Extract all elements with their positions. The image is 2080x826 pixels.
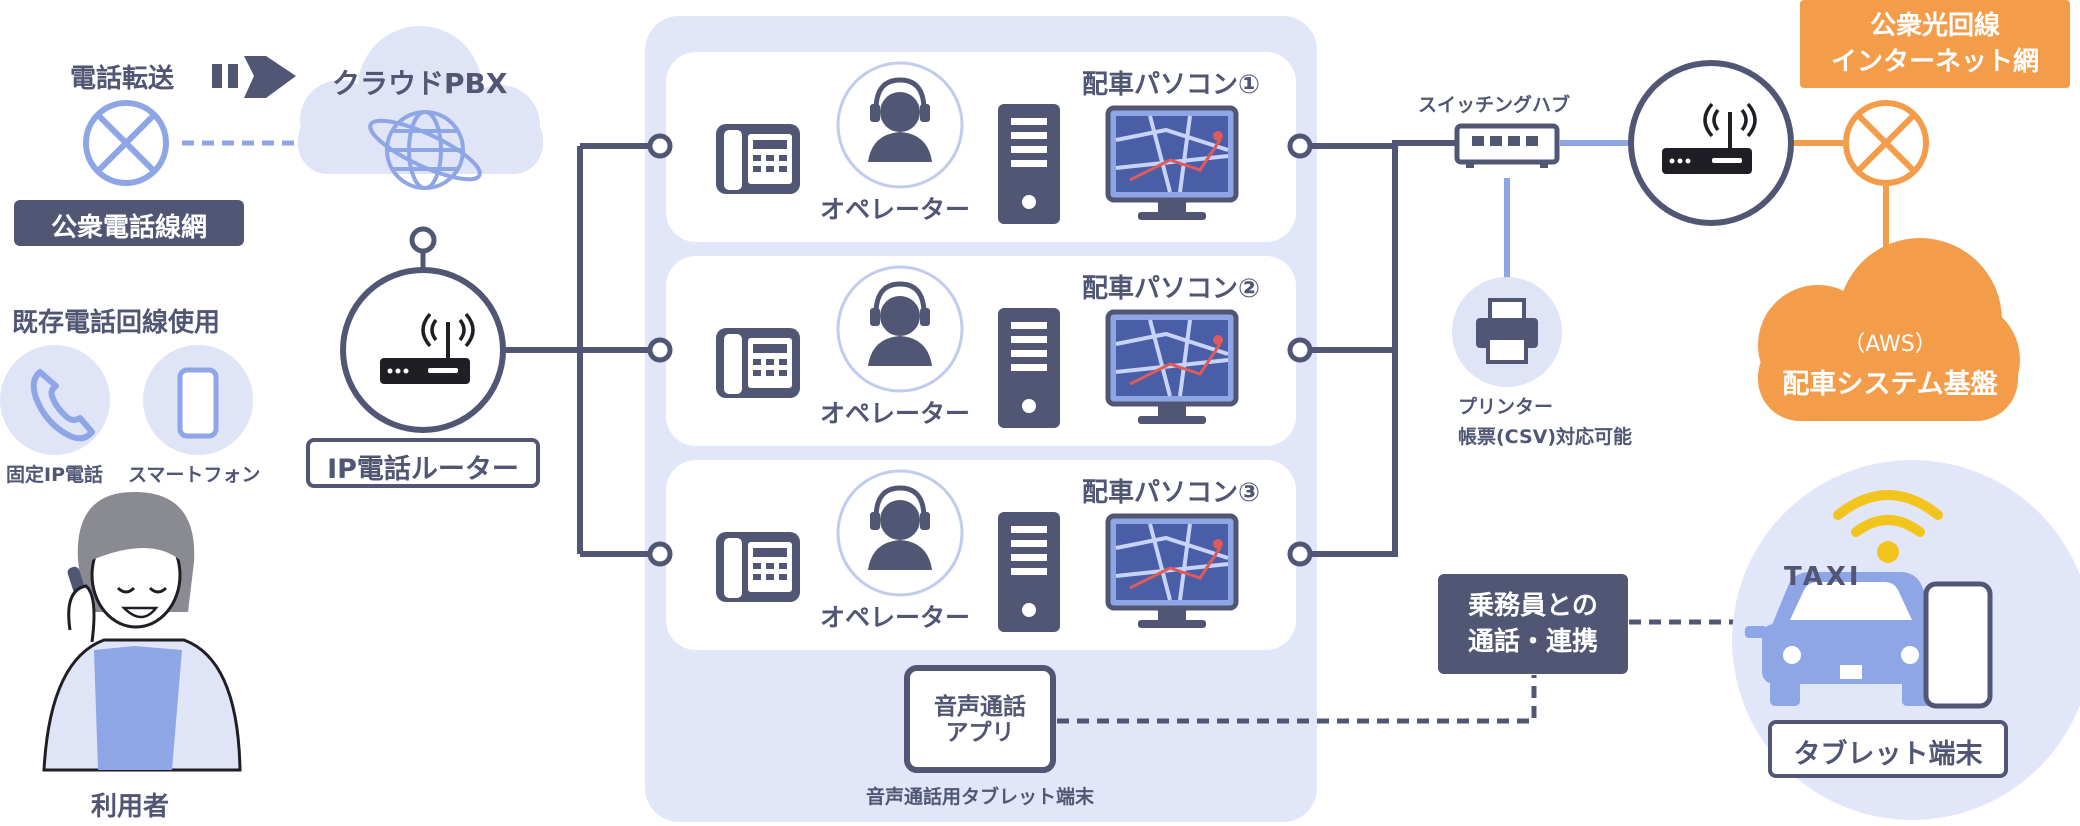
dispatch-pc-icon [1105,513,1239,628]
pstn-label: 公衆電話線網 [50,213,207,243]
dispatch-pc-icon [1105,105,1239,220]
voice-app-to-crew-dashed [1057,675,1537,724]
ip-router-label: IP電話ルーター [327,454,519,485]
voice-app-tablet [904,665,1056,773]
printer-label: プリンター [1458,396,1554,418]
pstn-node-icon [83,100,169,186]
tablet-caption: 音声通話用タブレット端末 [865,786,1094,808]
operator-icon [868,77,932,162]
switching-hub-icon [1454,123,1560,168]
user-illustration [42,491,242,772]
taxi-tablet-icon [1923,581,1993,709]
pc-label-3: 配車パソコン③ [1082,478,1261,508]
smartphone-icon [177,367,219,439]
router-antenna-dot [409,226,437,254]
printer-icon [1476,298,1538,364]
internet-router-node [1628,60,1794,226]
fixed-ip-phone-label: 固定IP電話 [6,464,103,486]
dispatch-system-label: 配車システム基盤 [1782,369,1998,400]
dispatch-pc-icon [1105,309,1239,424]
server-icon [998,308,1060,428]
ip-router-node [340,267,506,433]
voice-app-label: 音声通話 アプリ [934,694,1026,746]
smartphone-label: スマートフォン [128,464,261,486]
wifi-icon [1833,490,1943,537]
cloud-pbx-label: クラウドPBX [332,67,508,100]
cloud-icon [298,26,543,174]
taxi-label: TAXI [1784,562,1862,592]
existing-line-label: 既存電話回線使用 [12,308,221,338]
pstn-label-box [14,200,244,246]
ip-router-label-box [306,438,540,488]
tablet-label: タブレット端末 [1793,739,1983,770]
fiber-node-icon [1843,100,1929,186]
taxi-car-icon [1745,572,1957,706]
router-to-stations-lines [505,143,650,557]
server-icon [998,512,1060,632]
transfer-label: 電話転送 [70,64,175,94]
handset-icon [30,369,95,442]
switching-hub-label: スイッチングハブ [1418,94,1571,116]
server-icon [998,104,1060,224]
crew-label-box [1438,574,1628,674]
pc-label-1: 配車パソコン① [1082,70,1261,100]
station-3-icons [716,469,1239,632]
printer-sub-label: 帳票(CSV)対応可能 [1458,426,1633,448]
public-fiber-label: 公衆光回線 インターネット網 [1830,11,2039,77]
operator-label-3: オペレーター [820,603,971,632]
operator-label-1: オペレーター [820,195,971,224]
desk-phone-icon [716,328,800,398]
globe-icon [368,110,482,190]
desk-phone-icon [716,124,800,194]
aws-label: （AWS） [1843,332,1937,357]
right-port-dots [1287,133,1313,567]
station-2-icons [716,265,1239,428]
internet-router-icon [1662,102,1757,174]
aws-cloud-icon [1758,238,2020,421]
operator-icon [868,281,932,366]
crew-label: 乗務員との 通話・連携 [1467,591,1598,657]
station-1-icons [716,61,1239,224]
pc-label-2: 配車パソコン② [1082,274,1261,304]
operator-label-2: オペレーター [820,399,971,428]
user-label: 利用者 [90,792,169,822]
taxi-tablet-label-box [1768,720,2008,778]
wifi-dot [1877,541,1899,563]
stations-to-hub-lines [1310,140,1455,557]
operator-icon [868,485,932,570]
left-port-dots [647,133,673,567]
transfer-arrow-icon [212,56,296,98]
desk-phone-icon [716,532,800,602]
public-fiber-label-box [1800,0,2070,88]
ip-router-icon [380,312,475,384]
